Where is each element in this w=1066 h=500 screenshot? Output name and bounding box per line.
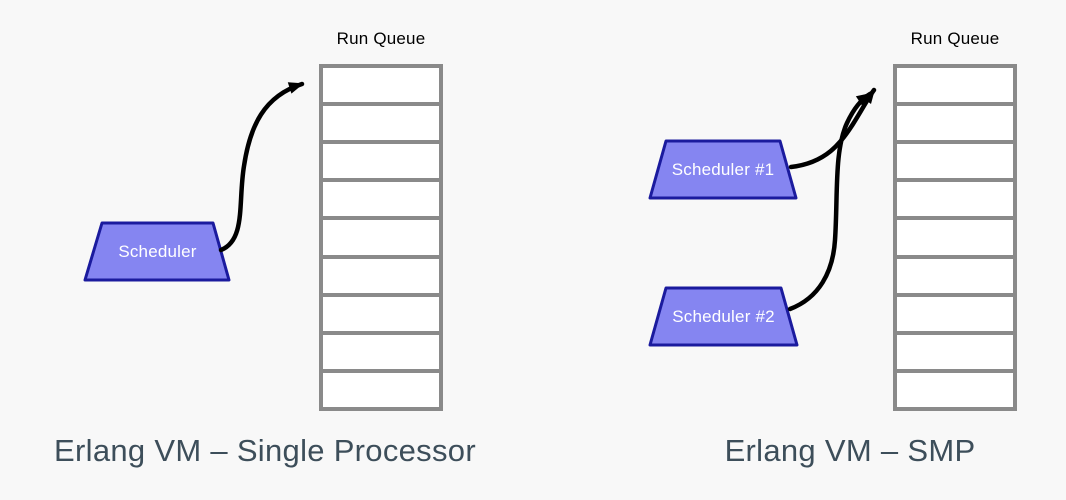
queue-cell xyxy=(323,296,439,331)
run-queue-label-right: Run Queue xyxy=(910,29,1000,48)
scheduler1-trapezoid xyxy=(648,139,798,200)
scheduler-trapezoid-single xyxy=(83,221,231,282)
queue-cell xyxy=(897,258,1013,293)
queue-cell xyxy=(323,334,439,369)
queue-cell xyxy=(323,182,439,217)
queue-cell xyxy=(897,220,1013,255)
scheduler2-label: Scheduler #2 xyxy=(672,307,775,326)
scheduler-label-single: Scheduler xyxy=(118,242,197,261)
arrow-single-scheduler-to-queue xyxy=(218,81,305,253)
caption-single-processor: Erlang VM – Single Processor xyxy=(54,433,476,468)
run-queue-left xyxy=(319,64,443,411)
run-queue-right xyxy=(893,64,1017,411)
queue-cell xyxy=(323,372,439,407)
queue-cell xyxy=(323,258,439,293)
queue-cell xyxy=(323,220,439,255)
arrow-scheduler2-to-queue xyxy=(787,91,873,312)
caption-smp: Erlang VM – SMP xyxy=(724,433,976,468)
run-queue-label-left: Run Queue xyxy=(336,29,426,48)
scheduler1-label: Scheduler #1 xyxy=(671,160,775,179)
queue-cell xyxy=(897,296,1013,331)
queue-cell xyxy=(897,68,1013,103)
queue-cell xyxy=(897,372,1013,407)
queue-cell xyxy=(897,182,1013,217)
queue-cell xyxy=(323,144,439,179)
queue-cell xyxy=(897,144,1013,179)
queue-cell xyxy=(897,106,1013,141)
queue-cell xyxy=(323,106,439,141)
queue-cell xyxy=(323,68,439,103)
queue-cell xyxy=(897,334,1013,369)
scheduler2-trapezoid xyxy=(648,286,799,347)
